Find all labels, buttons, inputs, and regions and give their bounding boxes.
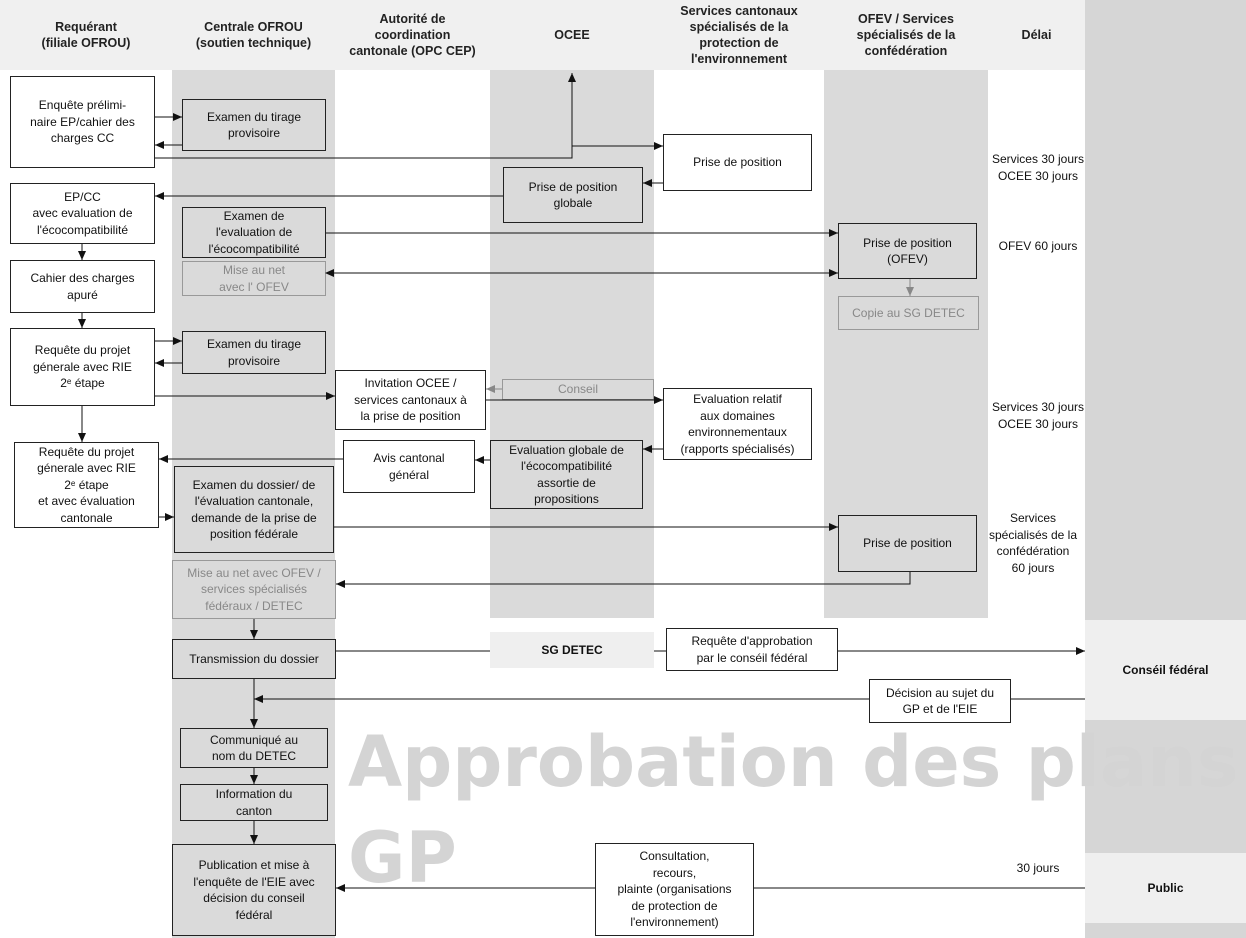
- delay-2: OFEV 60 jours: [998, 239, 1078, 253]
- box-evaluation-relatif: Evaluation relatif aux domaines environn…: [663, 388, 812, 460]
- box-evaluation-globale: Evaluation globale de l'écocompatibilité…: [490, 440, 643, 509]
- box-transmission-dossier: Transmission du dossier: [172, 639, 336, 679]
- sg-detec-label: SG DETEC: [541, 643, 603, 657]
- box-communique: Communiqué au nom du DETEC: [180, 728, 328, 768]
- col-header-services-cantonaux: Services cantonaux spécialisés de la pro…: [680, 4, 798, 66]
- watermark-line2: GP: [348, 817, 457, 899]
- delay-3: Services 30 jours OCEE 30 jours: [991, 400, 1085, 431]
- header-strip: [0, 0, 1085, 70]
- col-header-autorite: Autorité de coordination cantonale (OPC …: [349, 12, 476, 58]
- box-prise-position-cantonale: Prise de position: [663, 134, 812, 191]
- delay-1: Services 30 jours OCEE 30 jours: [991, 152, 1085, 183]
- box-copie-sg-detec: Copie au SG DETEC: [838, 296, 979, 330]
- arrow-ofev-mise-au-net: [336, 572, 911, 588]
- conseil-federal-label: Conséil fédéral: [1122, 663, 1209, 677]
- box-publication: Publication et mise à l'enquête de l'EIE…: [172, 844, 336, 936]
- box-examen-tirage-2: Examen du tirage provisoire: [182, 331, 326, 374]
- conseil-federal-band: [1085, 620, 1246, 720]
- col-header-requerant: Requérant (filiale OFROU): [41, 20, 131, 50]
- box-examen-evaluation: Examen de l'evaluation de l'écocompatibi…: [182, 207, 326, 258]
- box-consultation: Consultation, recours, plainte (organisa…: [595, 843, 754, 936]
- box-avis-cantonal: Avis cantonal général: [343, 440, 475, 493]
- col-header-ofev: OFEV / Services spécialisés de la conféd…: [856, 12, 956, 58]
- box-ep-cc: EP/CC avec evaluation de l'écocompatibil…: [10, 183, 155, 244]
- box-requete-approbation: Requête d'approbation par le conséil féd…: [666, 628, 838, 671]
- box-examen-dossier: Examen du dossier/ de l'évaluation canto…: [174, 466, 334, 553]
- box-decision: Décision au sujet du GP et de l'EIE: [869, 679, 1011, 723]
- lane-right: [1085, 0, 1246, 938]
- box-examen-tirage-1: Examen du tirage provisoire: [182, 99, 326, 151]
- box-mise-au-net-detec: Mise au net avec OFEV / services spécial…: [172, 560, 336, 619]
- col-header-centrale: Centrale OFROU (soutien technique): [195, 20, 312, 50]
- sg-detec-band: [490, 632, 654, 668]
- box-enquete-preliminaire: Enquête prélimi- naire EP/cahier des cha…: [10, 76, 155, 168]
- delay-4: Services spécialisés de la confédération…: [988, 511, 1078, 575]
- box-invitation: Invitation OCEE / services cantonaux à l…: [335, 370, 486, 430]
- public-band: [1085, 853, 1246, 923]
- arrow-enquete-ocee: [155, 73, 576, 159]
- box-information-canton: Information du canton: [180, 784, 328, 821]
- col-header-ocee: OCEE: [554, 28, 590, 42]
- box-prise-position-globale: Prise de position globale: [503, 167, 643, 223]
- col-header-delai: Délai: [1021, 28, 1052, 42]
- watermark-line1: Approbation des plans: [348, 721, 1239, 803]
- box-requete-projet-3: Requête du projet génerale avec RIE 2ᵉ é…: [14, 442, 159, 528]
- box-prise-position-federale: Prise de position: [838, 515, 977, 572]
- public-label: Public: [1147, 881, 1184, 895]
- box-mise-au-net-ofev: Mise au net avec l' OFEV: [182, 261, 326, 296]
- box-requete-projet-2: Requête du projet génerale avec RIE 2ᵉ é…: [10, 328, 155, 406]
- delay-5: 30 jours: [1016, 861, 1060, 875]
- box-cahier-apure: Cahier des charges apuré: [10, 260, 155, 313]
- box-prise-position-ofev: Prise de position (OFEV): [838, 223, 977, 279]
